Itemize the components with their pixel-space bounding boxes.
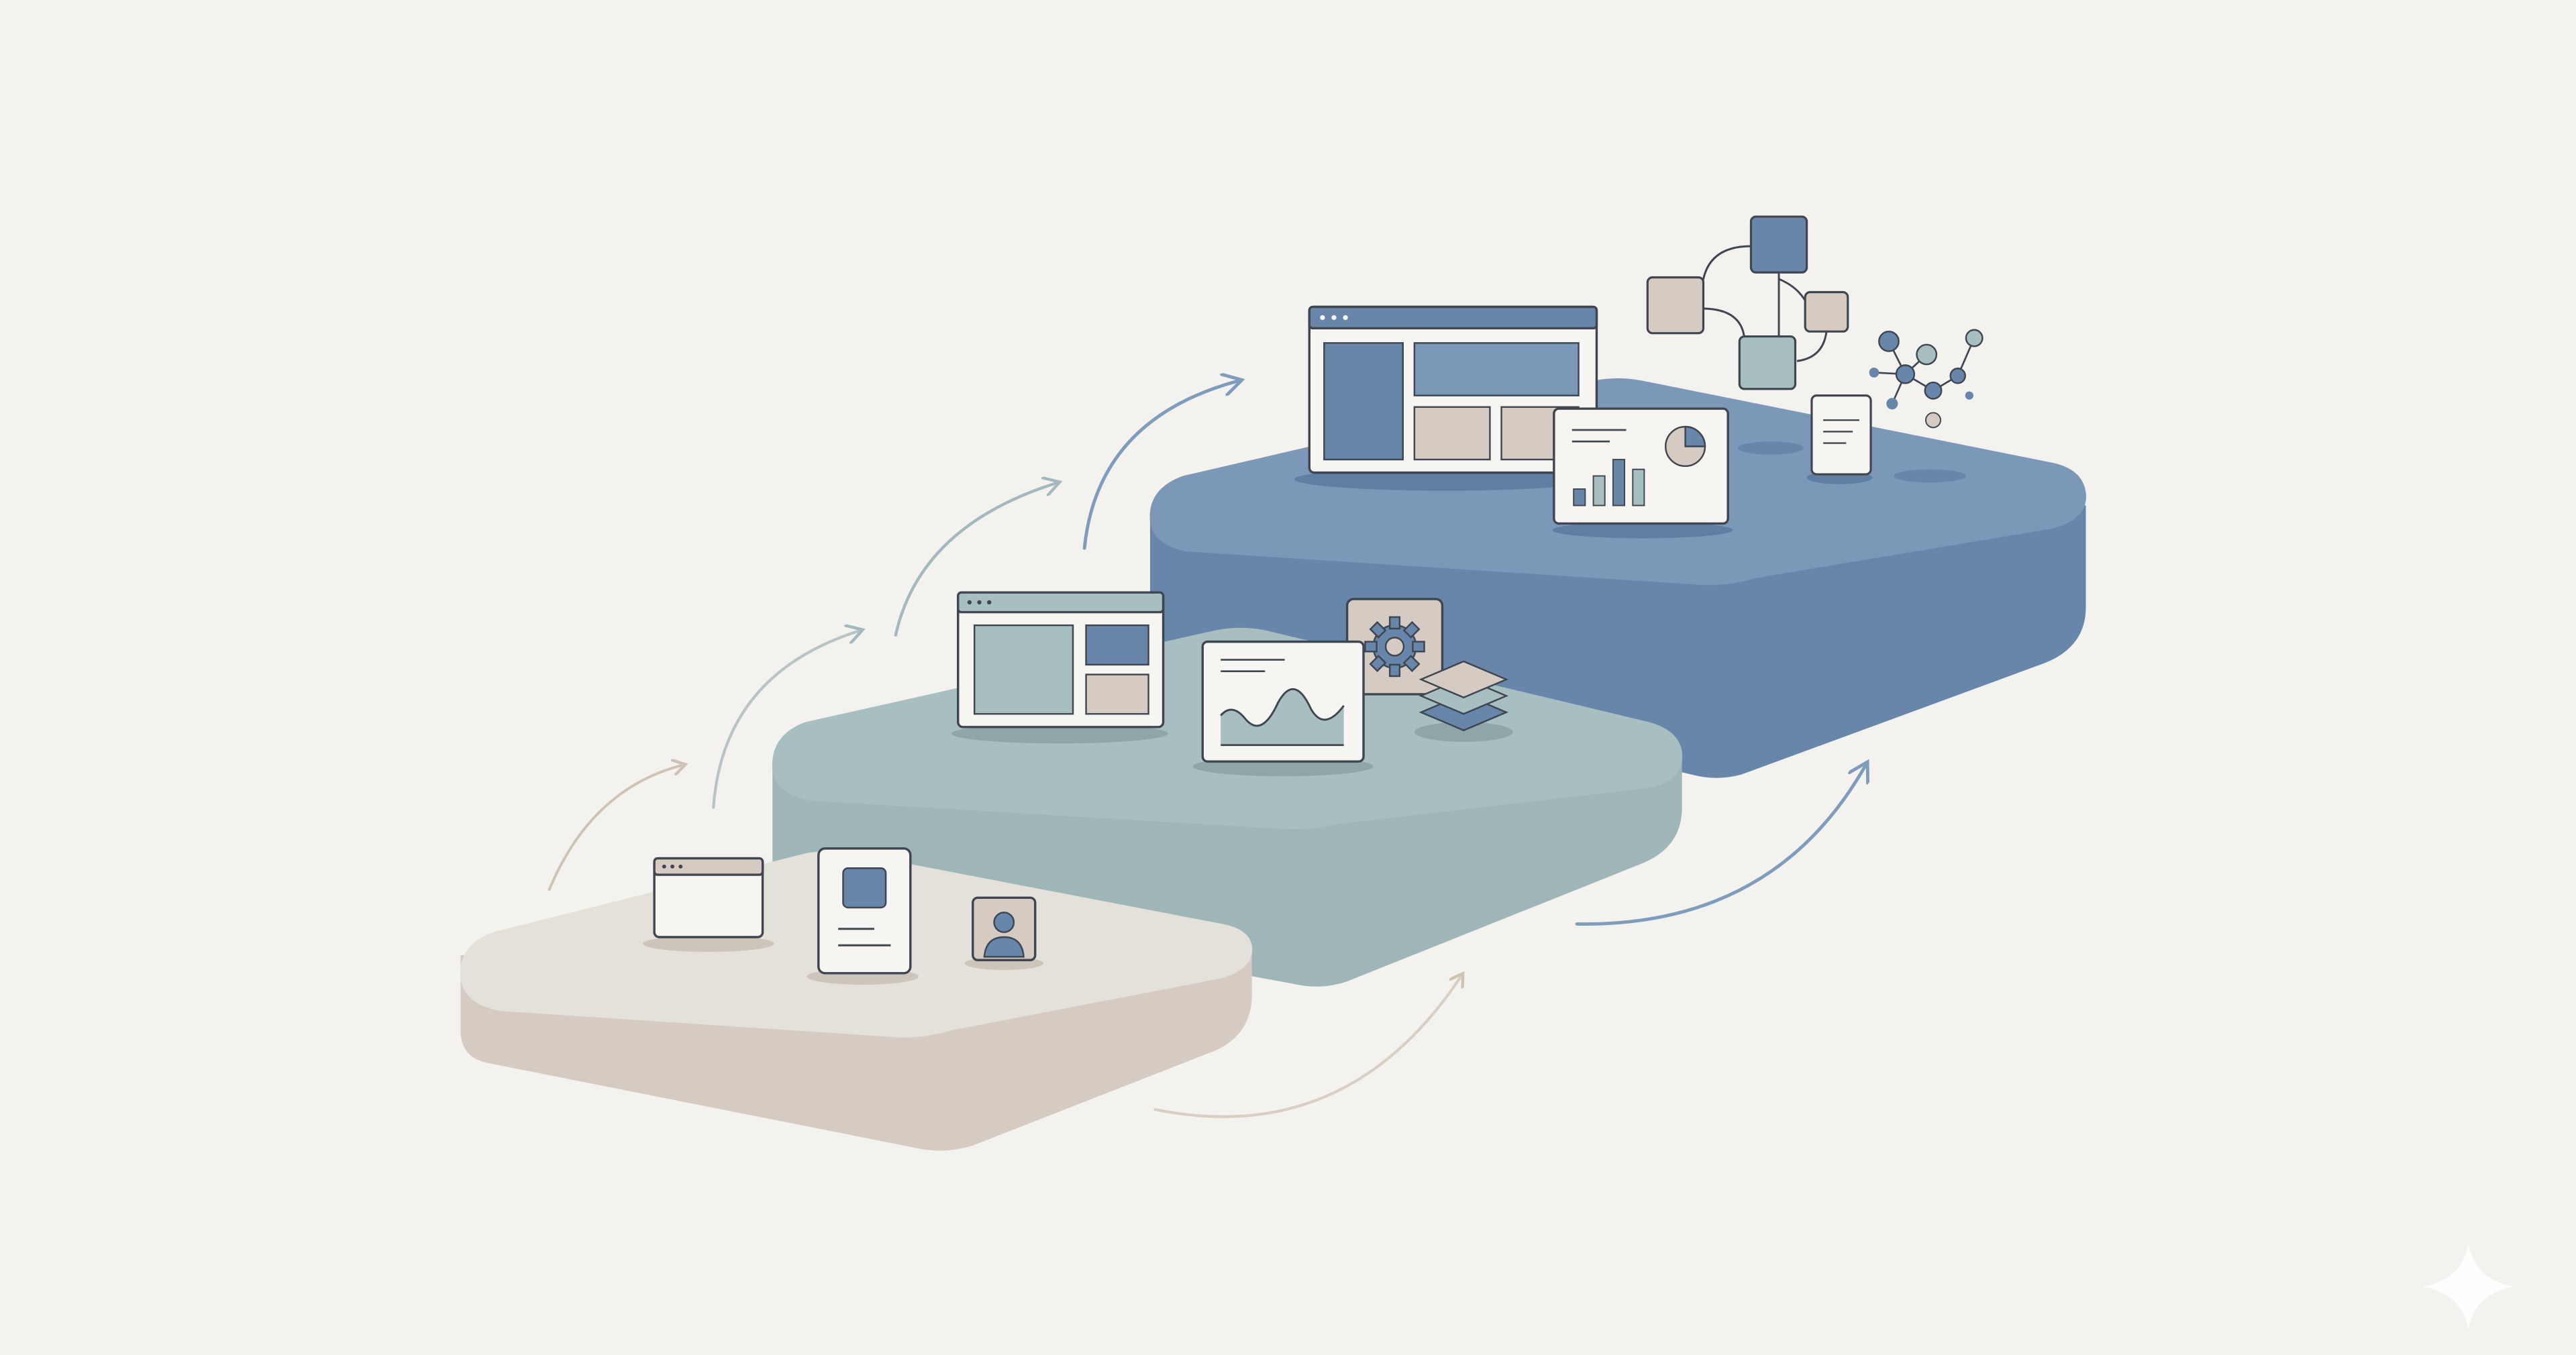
workflow-network-icon	[1646, 215, 1849, 390]
user-avatar-icon	[964, 896, 1043, 970]
gear-icon	[1345, 598, 1444, 696]
dashboard-window-icon	[951, 591, 1168, 744]
arrow-5	[1153, 975, 1462, 1118]
node-graph-icon	[1869, 329, 1983, 429]
arrow-4	[1082, 381, 1239, 550]
analytics-report-icon	[1552, 407, 1733, 539]
tier-top-side	[1149, 505, 2086, 778]
profile-card-icon	[807, 847, 919, 985]
sparkle-icon	[2422, 1244, 2515, 1330]
area-chart-icon	[1192, 640, 1374, 777]
arrow-2	[712, 630, 861, 809]
progress-arrows	[548, 381, 1866, 1118]
arrow-1	[548, 765, 684, 891]
large-dashboard-icon	[1294, 305, 1598, 491]
layers-icon	[1414, 660, 1513, 742]
document-icon	[1806, 394, 1873, 484]
browser-window-icon	[642, 857, 774, 953]
arrow-6	[1575, 765, 1866, 926]
arrow-3	[894, 482, 1058, 637]
